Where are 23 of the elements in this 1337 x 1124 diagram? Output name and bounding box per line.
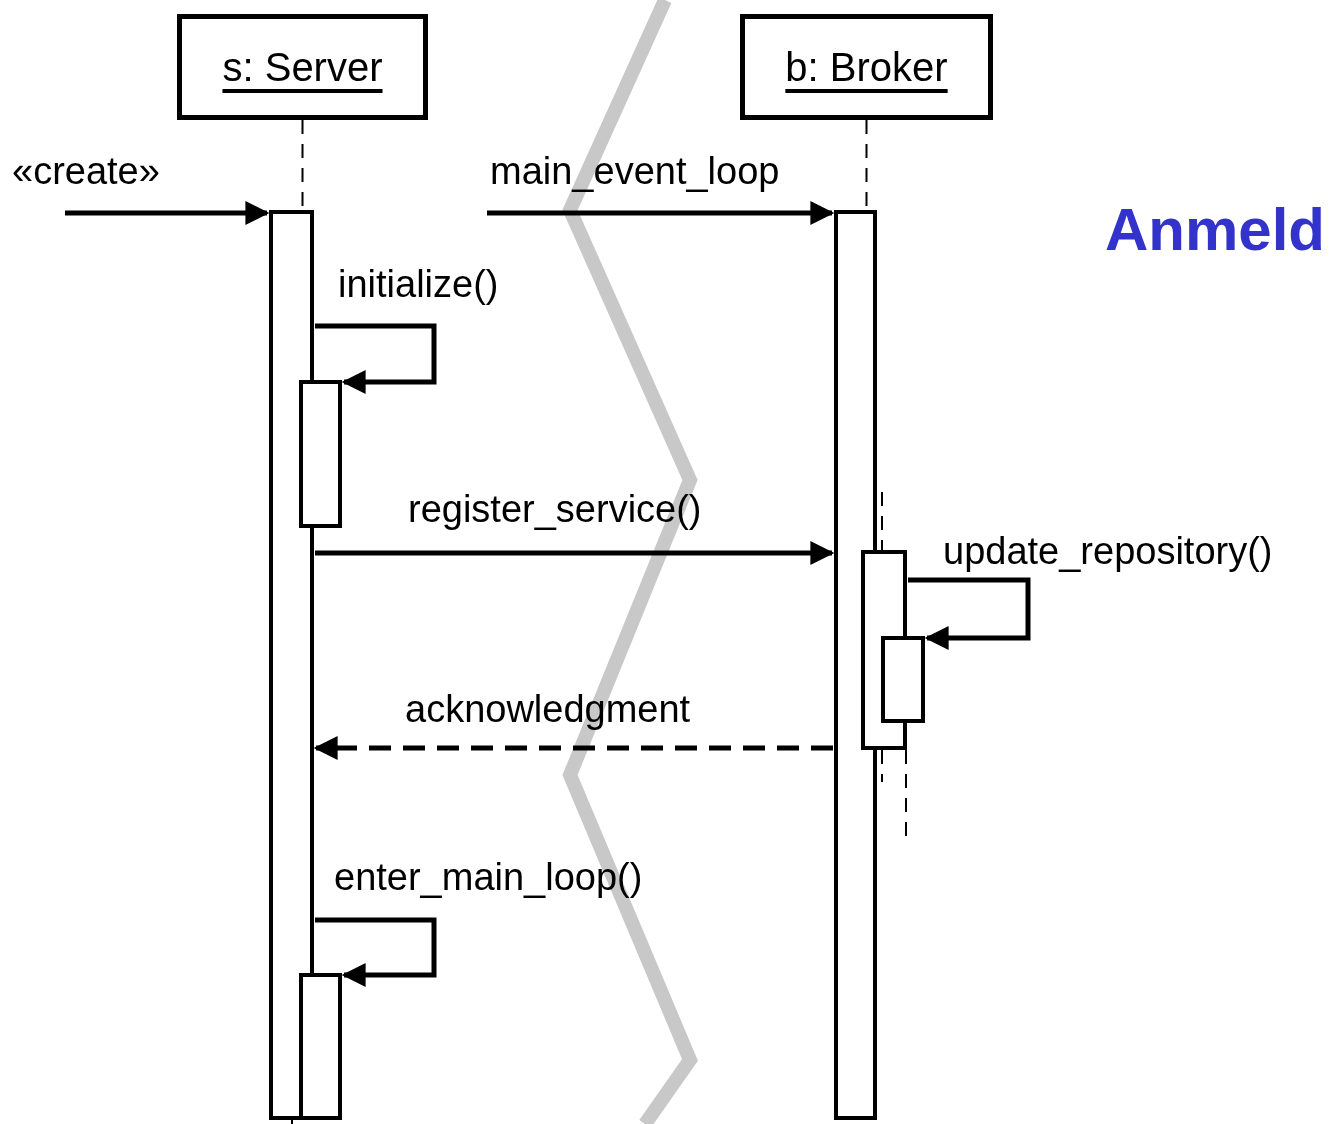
message-label: register_service() <box>408 490 702 528</box>
self-message-arrow <box>908 577 1031 650</box>
object-box <box>740 14 993 120</box>
message-arrow <box>65 201 270 225</box>
object-name: b: Broker <box>785 44 948 90</box>
activation-bar <box>299 973 342 1120</box>
message-label: update_repository() <box>943 532 1273 570</box>
message-arrow <box>487 201 835 225</box>
message-label: «create» <box>12 152 160 190</box>
message-label: enter_main_loop() <box>334 858 643 896</box>
message-label: main_event_loop <box>490 152 780 190</box>
self-message-arrow <box>315 917 437 987</box>
object-name: s: Server <box>222 44 383 90</box>
activation-bar <box>881 636 925 723</box>
message-label: acknowledgment <box>405 690 691 728</box>
activation-bar <box>834 210 877 1120</box>
message-arrow <box>315 541 835 565</box>
heading-text: Anmeld <box>1105 200 1326 260</box>
self-message-arrow <box>315 323 437 394</box>
message-label: initialize() <box>338 265 499 303</box>
object-box <box>177 14 428 120</box>
activation-bar <box>299 380 342 528</box>
return-arrow <box>313 736 833 760</box>
